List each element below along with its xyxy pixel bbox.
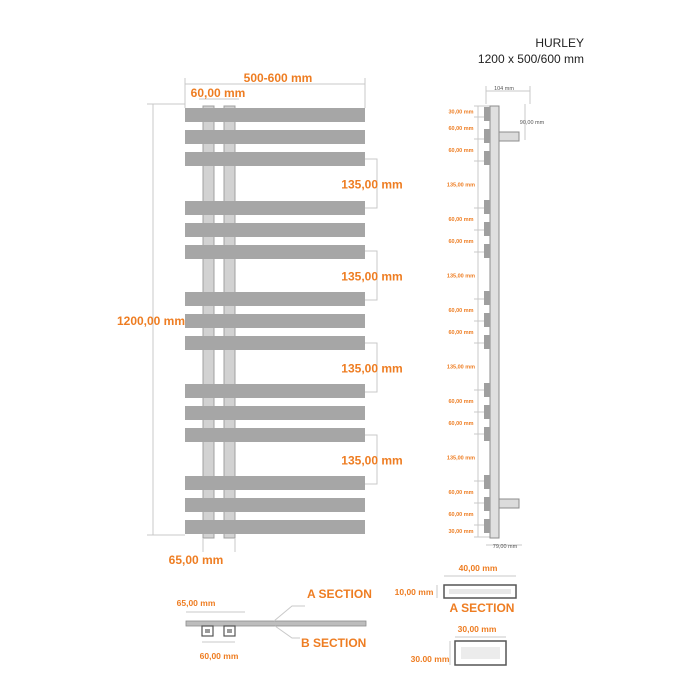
gap-bracket: [365, 250, 378, 301]
side-spacing-label: 60,00 mm: [448, 217, 473, 223]
width-label: 500-600 mm: [244, 71, 313, 85]
towel-bar: [185, 476, 365, 490]
gap-bracket: [365, 342, 378, 393]
a-width-label: 40,00 mm: [459, 563, 498, 573]
plan-post-right-core: [227, 629, 232, 633]
towel-bar: [185, 245, 365, 259]
side-bar-profile: [484, 222, 490, 236]
b-section-leader: [274, 625, 300, 639]
a-section-profile-inner: [449, 589, 511, 594]
bottom-wall-bracket: [498, 498, 520, 509]
side-spacing-label: 60,00 mm: [448, 148, 473, 154]
towel-bar: [185, 520, 365, 534]
plan-post-left-core: [205, 629, 210, 633]
side-spacing-label: 60,00 mm: [448, 239, 473, 245]
side-spacing-label: 135,00 mm: [447, 365, 475, 371]
side-bar-profile: [484, 497, 490, 511]
plan-bottom-label: 60,00 mm: [200, 651, 239, 661]
side-spacing-label: 60,00 mm: [448, 512, 473, 518]
plan-section: 65,00 mm 60,00 mm A SECTION B SECTION: [177, 587, 372, 661]
side-view: 104 mm 90,00 mm 30,00 mm 60,00 mm 60,00 mm…: [447, 86, 545, 550]
gap-label: 135,00 mm: [341, 362, 402, 376]
gap-bracket: [365, 434, 378, 485]
height-label: 1200,00 mm: [117, 314, 185, 328]
a-section-title: A SECTION: [450, 601, 515, 615]
bottom-depth-label: 79,00 mm: [493, 544, 518, 550]
top-depth-label: 104 mm: [494, 86, 514, 92]
towel-bar: [185, 152, 365, 166]
model-name: HURLEY: [535, 36, 584, 50]
side-bar-profile: [484, 151, 490, 165]
side-body: [489, 105, 500, 539]
side-bar-profile: [484, 335, 490, 349]
towel-bar: [185, 223, 365, 237]
a-section-leader: [273, 605, 305, 622]
b-section-label: B SECTION: [301, 636, 366, 650]
gap-label: 135,00 mm: [341, 454, 402, 468]
side-spacing-label: 60,00 mm: [448, 308, 473, 314]
side-bar-profile: [484, 107, 490, 121]
side-bar-profile: [484, 519, 490, 533]
b-height-label: 30.00 mm: [411, 654, 450, 664]
side-spacing-label: 135,00 mm: [447, 183, 475, 189]
side-bar-profile: [484, 200, 490, 214]
towel-bar: [185, 130, 365, 144]
towel-bar: [185, 498, 365, 512]
a-height-label: 10,00 mm: [395, 587, 434, 597]
towel-bar: [185, 406, 365, 420]
side-bar-profile: [484, 244, 490, 258]
b-section-detail: 30,00 mm 30.00 mm: [411, 624, 507, 666]
bottom-label: 65,00 mm: [169, 553, 224, 567]
gap-label: 135,00 mm: [341, 270, 402, 284]
towel-bar: [185, 292, 365, 306]
gap-label: 135,00 mm: [341, 178, 402, 192]
plan-bar: [185, 620, 367, 627]
towel-bar: [185, 108, 365, 122]
front-view: 500-600 mm 60,00 mm 1200,00 mm 135,00 mm…: [117, 71, 403, 567]
side-spacing-label: 135,00 mm: [447, 274, 475, 280]
towel-bar: [185, 201, 365, 215]
side-spacing-label: 60,00 mm: [448, 330, 473, 336]
side-bar-profile: [484, 313, 490, 327]
side-bar-profile: [484, 427, 490, 441]
bracket-label: 90,00 mm: [520, 120, 545, 126]
side-spacing-label: 30,00 mm: [448, 529, 473, 535]
plan-top-label: 65,00 mm: [177, 598, 216, 608]
side-spacing-label: 135,00 mm: [447, 456, 475, 462]
side-spacing-label: 60,00 mm: [448, 490, 473, 496]
a-section-label: A SECTION: [307, 587, 372, 601]
model-size: 1200 x 500/600 mm: [478, 52, 584, 66]
post-width-label: 60,00 mm: [191, 86, 246, 100]
side-spacing-label: 60,00 mm: [448, 399, 473, 405]
side-bar-profile: [484, 291, 490, 305]
gap-bracket: [365, 158, 378, 209]
side-bar-profile: [484, 129, 490, 143]
side-spacing-label: 30,00 mm: [448, 110, 473, 116]
side-bar-profile: [484, 405, 490, 419]
top-wall-bracket: [498, 131, 520, 142]
a-section-detail: 40,00 mm 10,00 mm A SECTION: [395, 563, 517, 615]
side-bar-profile: [484, 383, 490, 397]
side-bar-profile: [484, 475, 490, 489]
towel-bar: [185, 384, 365, 398]
side-spacing-label: 60,00 mm: [448, 126, 473, 132]
towel-bar: [185, 314, 365, 328]
b-section-profile-inner: [461, 647, 500, 659]
towel-bar: [185, 336, 365, 350]
side-spacing-label: 60,00 mm: [448, 421, 473, 427]
b-width-label: 30,00 mm: [458, 624, 497, 634]
towel-bar: [185, 428, 365, 442]
